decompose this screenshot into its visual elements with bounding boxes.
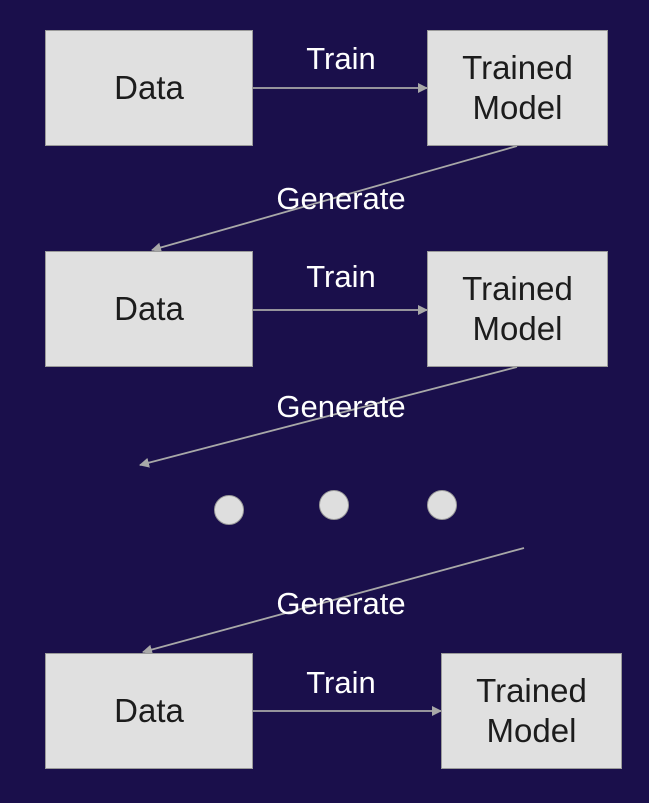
generate-arrow [139, 366, 518, 468]
generate-label: Generate [276, 586, 406, 621]
trained-model-box: Trained Model [441, 653, 622, 769]
train-label: Train [306, 259, 376, 294]
trained-model-box-label: Trained Model [462, 49, 573, 126]
trained-model-box-label: Trained Model [462, 270, 573, 347]
data-box-label: Data [114, 692, 184, 729]
generate-arrow [151, 145, 518, 253]
generate-label: Generate [276, 389, 406, 424]
train-label: Train [306, 665, 376, 700]
data-box-label: Data [114, 290, 184, 327]
trained-model-box: Trained Model [427, 30, 608, 146]
ellipsis-dot [427, 490, 457, 520]
data-box: Data [45, 653, 253, 769]
ellipsis-dot [319, 490, 349, 520]
trained-model-box-label: Trained Model [476, 672, 587, 749]
train-label: Train [306, 41, 376, 76]
generate-label: Generate [276, 181, 406, 216]
data-box: Data [45, 251, 253, 367]
data-box-label: Data [114, 69, 184, 106]
trained-model-box: Trained Model [427, 251, 608, 367]
data-box: Data [45, 30, 253, 146]
ellipsis-dot [214, 495, 244, 525]
generate-arrow [142, 547, 525, 655]
